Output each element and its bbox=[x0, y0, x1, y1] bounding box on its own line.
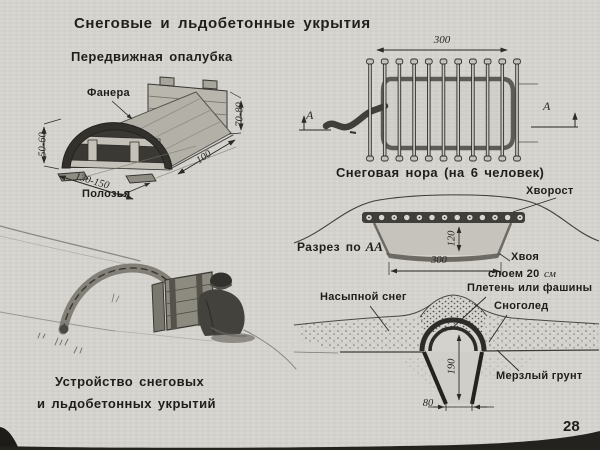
burrow-section-drawing bbox=[293, 194, 600, 275]
dim-trench-width: 80 bbox=[422, 398, 434, 409]
film-edge bbox=[0, 427, 600, 450]
formwork-dimensions bbox=[41, 91, 244, 200]
label-needles-1: Хвоя bbox=[511, 251, 540, 263]
shelter-illustration bbox=[0, 225, 297, 370]
label-piled-snow: Насыпной снег bbox=[320, 291, 407, 303]
burrow-plan-caption: Снеговая нора (на 6 человек) bbox=[336, 165, 545, 180]
page-title: Снеговые и льдобетонные укрытия bbox=[74, 15, 371, 32]
dim-trench-depth: 190 bbox=[446, 358, 458, 375]
section-aa-prefix: Разрез по bbox=[297, 240, 362, 254]
footer-caption-line2: и льдобетонных укрытий bbox=[37, 396, 216, 411]
dim-formwork-height-back: 70-80 bbox=[234, 102, 246, 127]
section-marker-left: А bbox=[306, 108, 314, 122]
section-marker-right: А bbox=[543, 99, 551, 113]
footer-caption-line1: Устройство снеговых bbox=[55, 374, 205, 389]
dim-formwork-height-front: 50-60 bbox=[37, 132, 49, 157]
label-wattle: Плетень или фашины bbox=[467, 282, 593, 294]
dim-burrow-length: 300 bbox=[433, 34, 451, 46]
trench-section-drawing bbox=[293, 294, 600, 411]
label-brushwood: Хворост bbox=[526, 185, 574, 197]
formwork-caption: Передвижная опалубка bbox=[71, 49, 233, 64]
burrow-plan-drawing bbox=[299, 47, 578, 162]
label-needles-unit: см bbox=[543, 268, 556, 280]
label-runners: Полозья bbox=[82, 188, 131, 200]
label-frozen-ground: Мерзлый грунт bbox=[496, 370, 583, 382]
section-aa-letters: АА bbox=[365, 239, 383, 254]
label-snow-ice: Сноголед bbox=[494, 300, 549, 312]
dim-burrow-section-width: 300 bbox=[431, 255, 447, 266]
label-plywood: Фанера bbox=[87, 87, 130, 99]
formwork-drawing bbox=[57, 76, 237, 184]
page-number: 28 bbox=[563, 418, 580, 435]
dim-burrow-depth: 120 bbox=[446, 230, 458, 247]
label-needles-2-text: слоем 20 bbox=[488, 268, 540, 280]
label-needles-2: слоем 20 см bbox=[488, 265, 556, 282]
section-aa-label: Разрез по АА bbox=[297, 239, 383, 256]
